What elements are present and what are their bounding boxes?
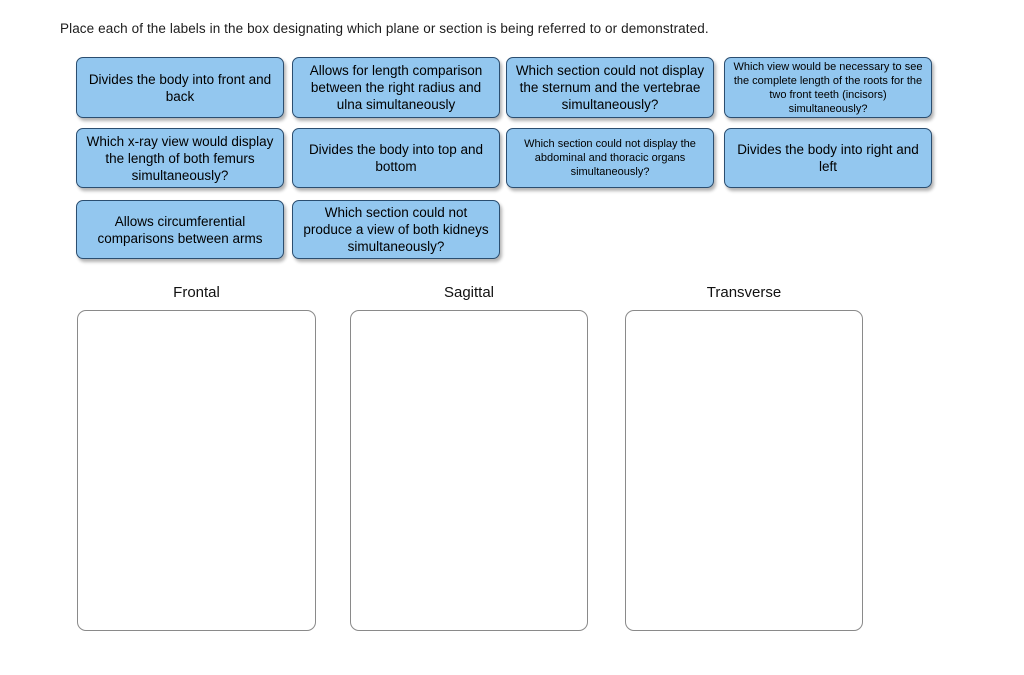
label-tile-text: Divides the body into top and bottom <box>308 142 484 174</box>
dropzone-title-frontal: Frontal <box>173 284 220 301</box>
label-tile-1[interactable]: Divides the body into front and back <box>76 57 284 118</box>
label-tile-8[interactable]: Divides the body into right and left <box>724 128 932 188</box>
label-tile-5[interactable]: Which x-ray view would display the lengt… <box>76 128 284 188</box>
dropzone-transverse[interactable] <box>625 310 863 631</box>
label-tile-4[interactable]: Which view would be necessary to see the… <box>724 57 932 118</box>
label-tile-text: Which section could not produce a view o… <box>303 205 489 254</box>
dropzone-title-transverse: Transverse <box>706 284 782 301</box>
label-tile-10[interactable]: Which section could not produce a view o… <box>292 200 500 259</box>
label-tile-text: Allows circumferential comparisons betwe… <box>97 213 263 246</box>
label-tile-7[interactable]: Which section could not display the abdo… <box>506 128 714 188</box>
dropzone-column-frontal: Frontal <box>77 283 316 631</box>
label-tile-text: Divides the body into right and left <box>737 142 919 174</box>
instruction-text: Place each of the labels in the box desi… <box>60 21 709 36</box>
dropzone-frontal[interactable] <box>77 310 316 631</box>
dropzone-column-transverse: Transverse <box>625 283 863 631</box>
dropzone-sagittal[interactable] <box>350 310 588 631</box>
label-tile-text: Which section could not display the ster… <box>515 63 705 112</box>
label-tile-2[interactable]: Allows for length comparison between the… <box>292 57 500 118</box>
label-tile-text: Which x-ray view would display the lengt… <box>86 133 274 183</box>
label-tile-text: Which section could not display the abdo… <box>524 138 696 178</box>
label-tile-3[interactable]: Which section could not display the ster… <box>506 57 714 118</box>
dropzone-column-sagittal: Sagittal <box>350 283 588 631</box>
label-tile-9[interactable]: Allows circumferential comparisons betwe… <box>76 200 284 259</box>
label-tile-text: Which view would be necessary to see the… <box>733 60 923 115</box>
label-tile-text: Divides the body into front and back <box>88 71 272 104</box>
label-tile-text: Allows for length comparison between the… <box>309 63 483 112</box>
dropzone-title-sagittal: Sagittal <box>443 284 495 301</box>
label-tile-6[interactable]: Divides the body into top and bottom <box>292 128 500 188</box>
